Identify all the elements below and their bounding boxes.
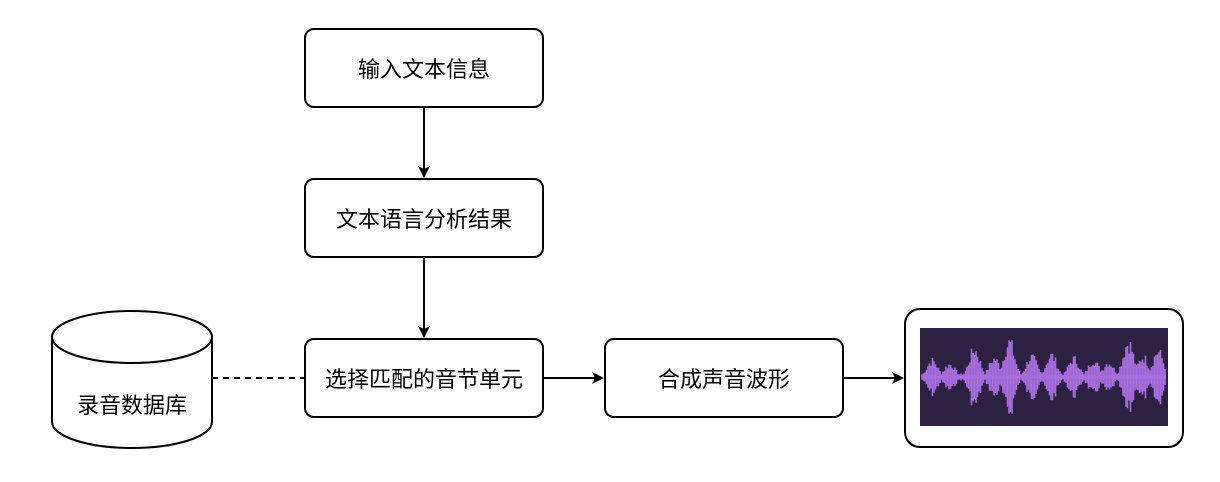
synthesize-node[interactable]: 合成声音波形 (604, 338, 844, 418)
waveform-output-node[interactable] (904, 308, 1184, 448)
select-units-node[interactable]: 选择匹配的音节单元 (304, 338, 544, 418)
waveform-samples (921, 340, 1166, 414)
database-label: 录音数据库 (76, 394, 187, 419)
text-analysis-node[interactable]: 文本语言分析结果 (304, 178, 544, 258)
waveform-panel (920, 328, 1168, 426)
database-cylinder-icon (51, 310, 213, 449)
audio-waveform-icon (921, 340, 1166, 414)
input-text-node[interactable]: 输入文本信息 (304, 28, 544, 108)
